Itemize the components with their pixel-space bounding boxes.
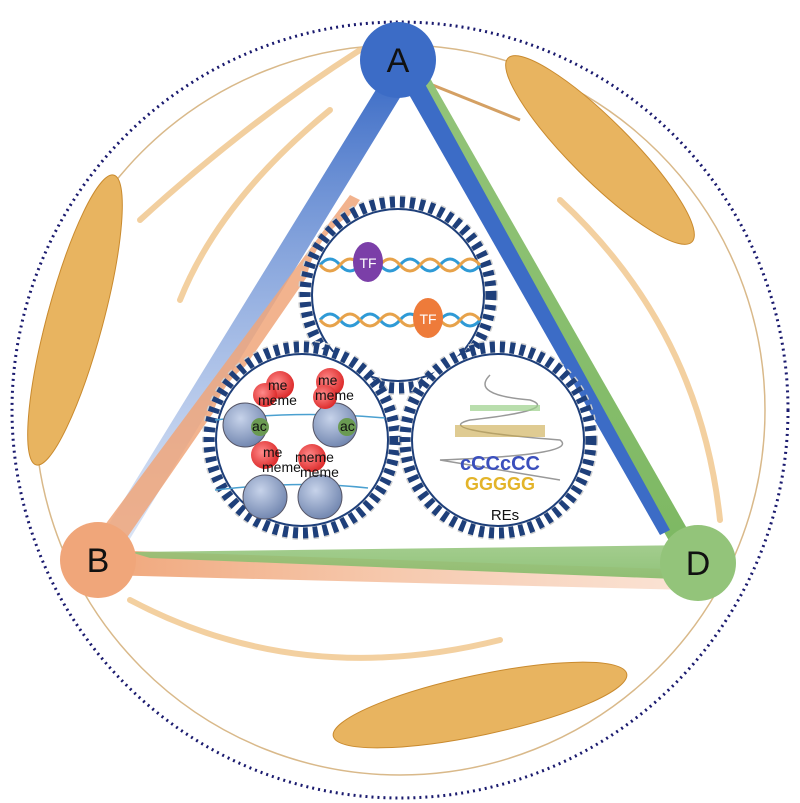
acetyl-label: ac (252, 418, 267, 434)
edge-a-d-blue (395, 70, 670, 535)
vertex-d: D (660, 525, 736, 601)
vertex-b-label: B (87, 542, 110, 580)
histone-mark: meme (258, 392, 297, 408)
histone-mark: meme (262, 459, 301, 475)
tf-protein-purple (353, 242, 383, 282)
acetyl-mark (338, 418, 356, 436)
histone-mark: me (268, 377, 288, 393)
acetyl-mark (251, 418, 269, 436)
histone-mark: meme (300, 464, 339, 480)
sequence-logo: cCCcCC GGGGG (455, 405, 545, 494)
dna-strand (439, 374, 564, 481)
wheat-awns (127, 47, 723, 661)
cell-regulatory-elements: cCCcCC GGGGG REs (398, 340, 598, 540)
svg-text:cCCcCC: cCCcCC (460, 453, 540, 475)
vertex-d-label: D (686, 545, 711, 583)
vertex-a-label: A (387, 42, 410, 80)
tf-label-2: TF (419, 311, 436, 327)
wheat-ear-left (27, 174, 123, 466)
outer-dotted-border (10, 20, 790, 800)
cell-histone-modifications: me meme me meme me meme meme meme ac ac (202, 340, 402, 540)
tf-label-1: TF (359, 255, 376, 271)
cell-transcription-factors: TF TF (298, 195, 498, 395)
vertex-a: A (360, 22, 436, 98)
wheat-ear-bottom (332, 661, 628, 749)
svg-text:GGGGG: GGGGG (465, 474, 535, 494)
histone-mark: meme (315, 387, 354, 403)
edge-d-b (130, 545, 700, 580)
tf-protein-orange (413, 298, 443, 338)
nucleosome (242, 474, 288, 520)
nucleosome (297, 474, 343, 520)
vertex-b: B (60, 522, 136, 598)
edge-b-a-orange (90, 195, 360, 555)
histone-mark: me (318, 372, 338, 388)
histone-mark: meme (295, 449, 334, 465)
regulatory-elements-label: REs (491, 507, 519, 524)
acetyl-label: ac (340, 418, 355, 434)
inner-thin-ring (34, 44, 766, 776)
histone-mark: me (263, 444, 283, 460)
